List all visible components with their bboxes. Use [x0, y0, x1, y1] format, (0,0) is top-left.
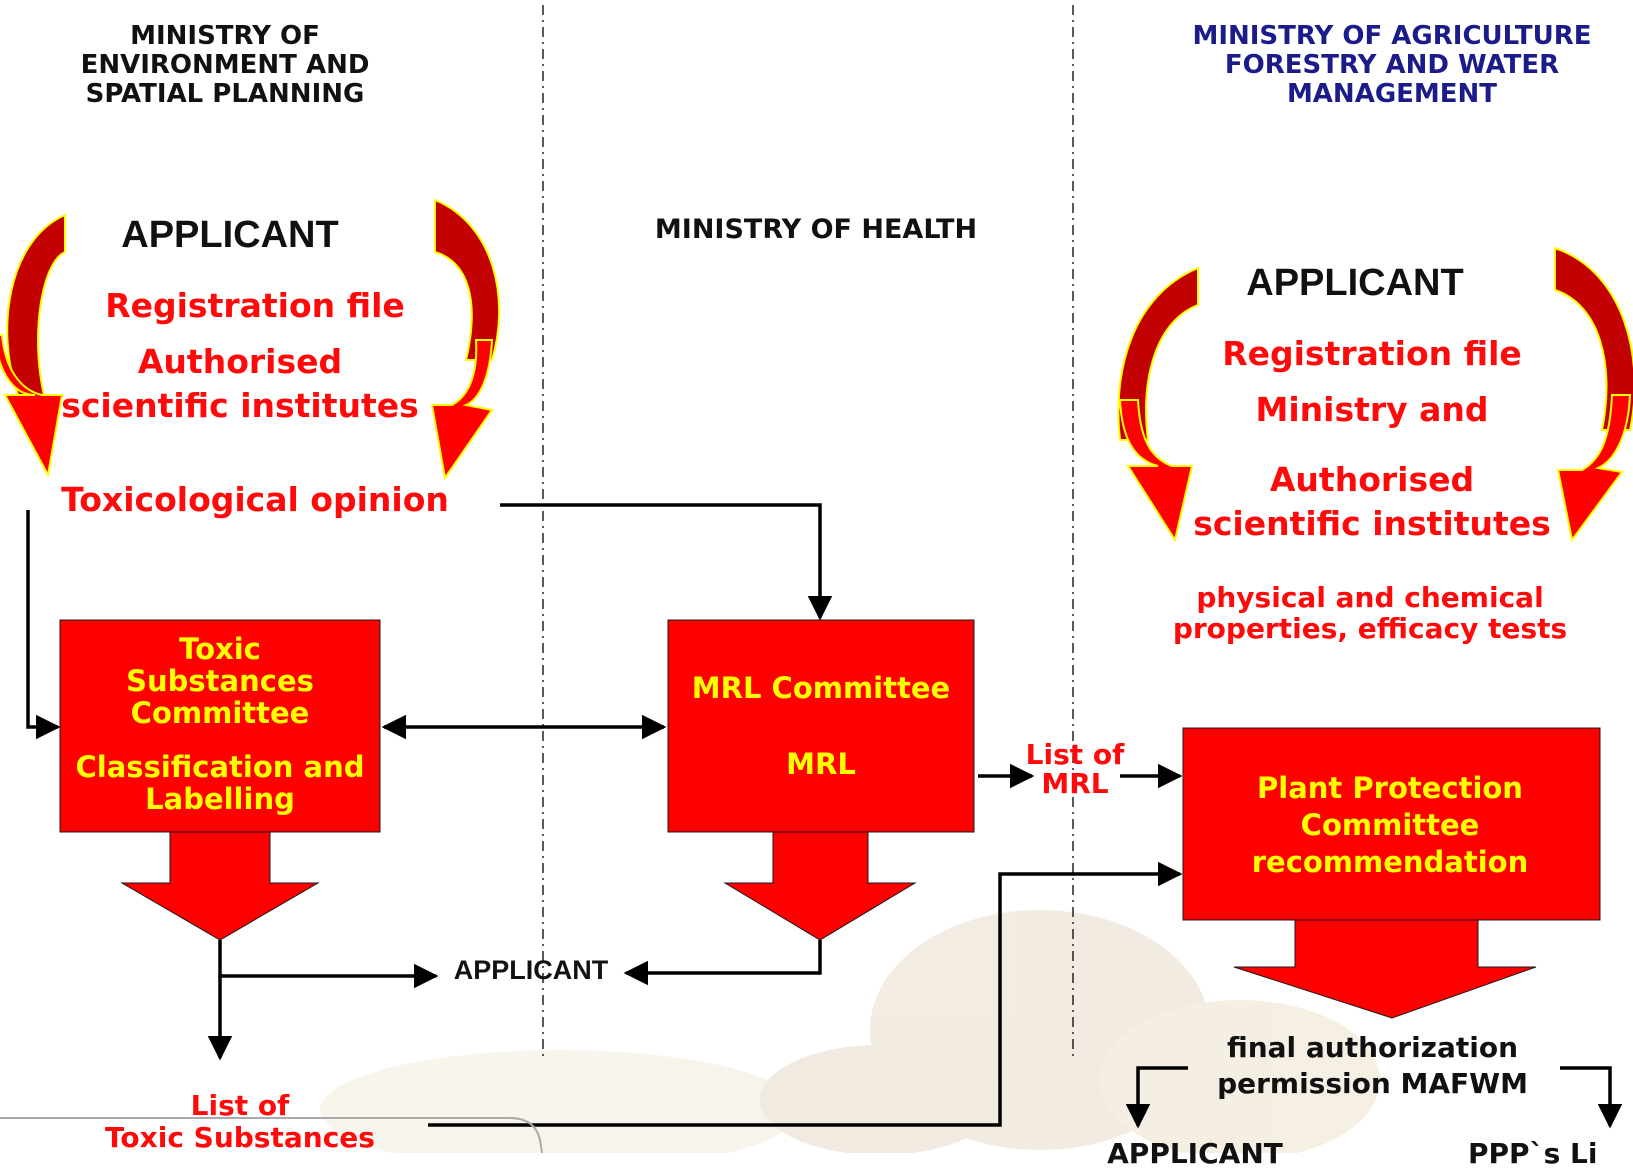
right-cycle-arrows: [1117, 246, 1633, 543]
list-of-toxic-line1: List of: [190, 1089, 290, 1122]
toxic-list-to-plant-committee-arrow: [428, 861, 1183, 1127]
toxic-substances-committee-box: [59, 619, 381, 833]
ppp-list-label: PPP`s Li: [1468, 1137, 1598, 1170]
authorization-to-applicant-arrow: [1125, 1066, 1188, 1129]
left-cycle-arrows: [0, 198, 501, 481]
right-institutes-line2: scientific institutes: [1193, 504, 1551, 543]
flow-connectors: [26, 503, 1623, 1129]
toxic-committee-down-arrow: [120, 831, 320, 941]
right-institutes-line1: Authorised: [1269, 460, 1475, 499]
middle-applicant-label: APPLICANT: [453, 955, 609, 985]
efficacy-tests-label: physical and chemical properties, effica…: [1172, 581, 1568, 646]
opinion-to-toxic-committee-arrow: [26, 510, 61, 740]
classification-labelling-label: Classification and Labelling: [75, 750, 365, 816]
mrl-to-applicant-arrow: [623, 940, 822, 986]
left-institutes-line2: scientific institutes: [61, 386, 419, 425]
right-registration-file-label: Registration file: [1222, 334, 1522, 373]
environment-ministry-title: MINISTRY OF ENVIRONMENT AND SPATIAL PLAN…: [80, 21, 370, 110]
left-applicant-label: APPLICANT: [121, 214, 339, 256]
list-of-mrl-label: List of MRL: [1025, 738, 1125, 801]
final-authorization-label: final authorization permission MAFWM: [1217, 1031, 1528, 1100]
ministry-and-label: Ministry and: [1255, 390, 1489, 429]
plant-committee-down-arrow: [1233, 919, 1537, 1019]
background-illustration: [320, 910, 1380, 1153]
bottom-applicant-label: APPLICANT: [1107, 1137, 1283, 1170]
left-institutes-line1: Authorised: [137, 342, 343, 381]
plant-committee-label: Plant Protection Committee recommendatio…: [1251, 771, 1529, 880]
mrl-committee-box: [667, 619, 975, 833]
toxicological-opinion-label: Toxicological opinion: [61, 480, 449, 519]
mrl-label: MRL: [786, 747, 856, 781]
right-applicant-label: APPLICANT: [1246, 262, 1464, 304]
authorization-to-ppp-list-arrow: [1560, 1066, 1623, 1129]
health-ministry-title: MINISTRY OF HEALTH: [654, 214, 978, 245]
mrl-committee-down-arrow: [723, 831, 917, 941]
agriculture-ministry-title: MINISTRY OF AGRICULTURE FORESTRY AND WAT…: [1192, 21, 1592, 110]
toxic-committee-label: Toxic Substances Committee: [126, 632, 314, 730]
mrl-committee-label: MRL Committee: [691, 671, 951, 705]
left-registration-file-label: Registration file: [105, 286, 405, 325]
opinion-to-mrl-committee-arrow: [500, 503, 833, 621]
toxic-to-applicant-arrow: [218, 940, 439, 989]
list-of-toxic-line2: Toxic Substances: [105, 1121, 375, 1154]
plant-protection-committee-box: [1182, 727, 1601, 921]
corner-card-outline: [0, 1117, 543, 1153]
